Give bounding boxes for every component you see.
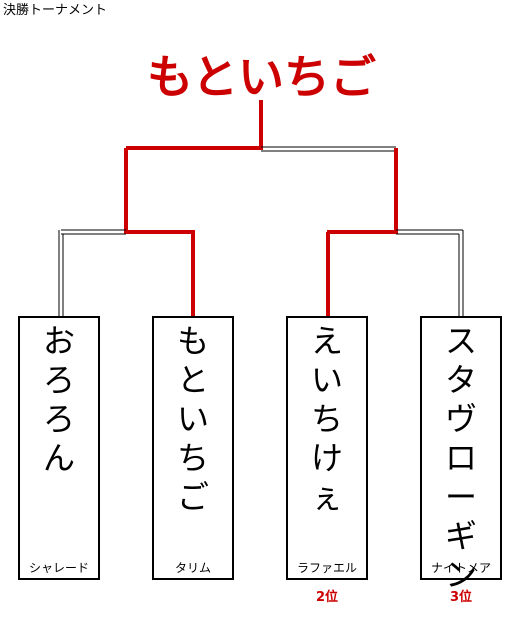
name-char: ギ <box>444 517 477 555</box>
competitor-card-2: もといちご タリム <box>152 316 234 580</box>
name-char: ろ <box>42 361 75 399</box>
rank-label-2nd: 2位 <box>315 590 339 605</box>
competitor-name: えいちけぇ <box>288 322 366 517</box>
name-char: ン <box>444 556 477 594</box>
team-name: ラファエル <box>296 561 357 575</box>
name-char: ち <box>310 400 343 438</box>
team-name: タリム <box>174 561 211 575</box>
name-char: ぇ <box>310 478 343 516</box>
competitor-name: おろろん <box>20 322 98 478</box>
name-char: い <box>310 361 343 399</box>
name-char: も <box>176 322 209 360</box>
name-char: タ <box>444 361 477 399</box>
name-char: お <box>42 322 75 360</box>
name-char: い <box>176 400 209 438</box>
name-char: ヴ <box>444 400 477 438</box>
name-char: け <box>310 439 343 477</box>
name-char: と <box>176 361 209 399</box>
champion-name: もといちご <box>146 50 377 104</box>
name-char: ご <box>176 478 209 516</box>
competitor-card-1: おろろん シャレード <box>18 316 100 580</box>
name-char: ち <box>176 439 209 477</box>
competitor-card-3: えいちけぇ ラファエル <box>286 316 368 580</box>
name-char: ろ <box>42 400 75 438</box>
team-name: ナイトメア <box>430 561 491 575</box>
page-title: 決勝トーナメント <box>3 3 108 18</box>
name-char: え <box>310 322 343 360</box>
name-char: ロ <box>444 439 477 477</box>
name-char: ー <box>444 478 477 516</box>
rank-label-3rd: 3位 <box>449 590 473 605</box>
name-char: ス <box>444 322 477 360</box>
competitor-name: もといちご <box>154 322 232 517</box>
competitor-name: スタヴローギン <box>422 322 500 595</box>
competitor-card-4: スタヴローギン ナイトメア <box>420 316 502 594</box>
name-char: ん <box>42 439 75 477</box>
team-name: シャレード <box>28 561 89 575</box>
